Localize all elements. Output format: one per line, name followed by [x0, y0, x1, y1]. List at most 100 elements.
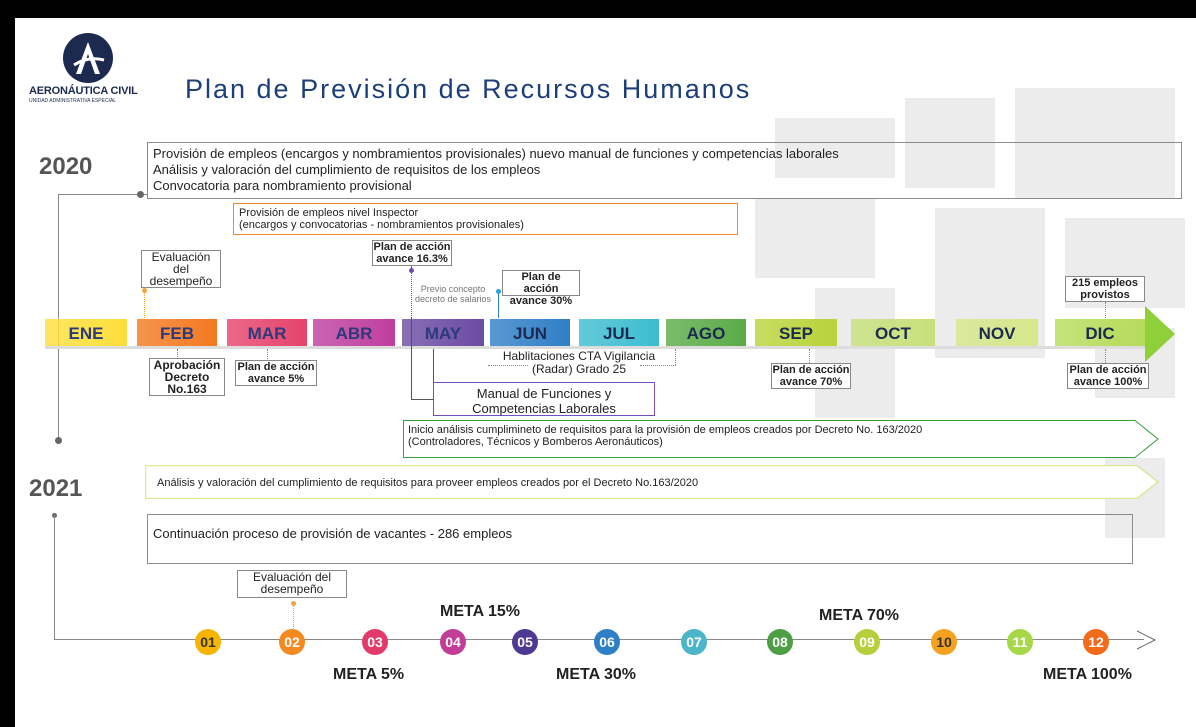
dic-below-connector — [1105, 349, 1106, 363]
previo-concepto-label: Previo concepto decreto de salarios — [415, 284, 491, 304]
feb-below-line2: Decreto — [164, 370, 210, 384]
inspector-box: Provisión de empleos nivel Inspector (en… — [233, 203, 738, 235]
evaluacion-label-2021: Evaluación del desempeño — [237, 570, 347, 598]
month-label: FEB — [160, 324, 194, 343]
month-sep: SEP — [755, 319, 837, 349]
habilitaciones-right-dots — [640, 365, 676, 366]
meta-circle-05: 05 — [512, 629, 538, 655]
jun-plan-line1: Plan de acción — [521, 271, 561, 295]
evaluacion-label-2020: Evaluación del desempeño — [141, 250, 221, 288]
continuacion-text: Continuación proceso de provisión de vac… — [153, 526, 513, 541]
habilitaciones-line2: (Radar) Grado 25 — [531, 362, 627, 376]
month-label: JUN — [512, 324, 547, 343]
logo-subtitle: UNIDAD ADMINISTRATIVA ESPECIAL — [29, 98, 117, 104]
mar-below-label: Plan de acción avance 5% — [235, 360, 317, 386]
jun-plan-line2: avance 30% — [509, 295, 573, 307]
mar-below-line2: avance 5% — [247, 373, 305, 385]
axis-arrow-head — [1136, 630, 1157, 650]
month-nov: NOV — [956, 319, 1038, 349]
meta-circle-label: 07 — [686, 634, 702, 650]
month-label: AGO — [686, 324, 726, 343]
meta-circle-label: 02 — [284, 634, 300, 650]
month-label: JUL — [602, 324, 636, 343]
year-2020-connector-dot — [137, 191, 144, 198]
meta-circle-08: 08 — [767, 629, 793, 655]
eval2021-line1: Evaluación del — [252, 570, 332, 584]
eval-connector — [144, 288, 146, 318]
meta-circle-label: 08 — [772, 634, 788, 650]
page-title: Plan de Previsión de Recursos Humanos — [185, 74, 752, 104]
analisis-2021-text: Análisis y valoración del cumplimiento d… — [157, 477, 699, 489]
month-feb: FEB — [137, 319, 217, 349]
top-provision-box: Provisión de empleos (encargos y nombram… — [147, 142, 1182, 199]
month-label: NOV — [978, 324, 1016, 343]
meta-70: META 70% — [819, 607, 900, 624]
month-may: MAY — [402, 319, 484, 349]
inicio-line1: Inicio análisis cumplimineto de requisit… — [408, 424, 923, 436]
may-plan-label: Plan de acción avance 16.3% — [372, 240, 452, 266]
meta-circle-11: 11 — [1007, 629, 1033, 655]
inspector-line1: Provisión de empleos nivel Inspector — [239, 207, 419, 219]
dic-top-line1: 215 empleos — [1071, 277, 1139, 289]
aeronautica-logo — [63, 33, 113, 83]
dic-top-line2: provistos — [1080, 289, 1130, 301]
year-2020: 2020 — [39, 153, 93, 180]
inicio-analisis-arrow — [403, 420, 1159, 458]
month-jul: JUL — [579, 319, 659, 349]
top-box-line2: Análisis y valoración del cumplimiento d… — [153, 162, 541, 177]
sep-below-line1: Plan de acción — [772, 364, 850, 376]
dic-below-line2: avance 100% — [1073, 376, 1143, 388]
jun-plan-connector — [498, 293, 500, 318]
jun-plan-label: Plan de acción avance 30% — [502, 270, 580, 307]
top-box-line3: Convocatoria para nombramiento provision… — [153, 178, 412, 193]
month-label: MAR — [247, 324, 287, 343]
eval-dot — [142, 288, 147, 293]
meta-circle-label: 05 — [517, 634, 533, 650]
analisis-2021-arrow — [145, 465, 1159, 499]
inicio-analisis-text: Inicio análisis cumplimineto de requisit… — [408, 424, 922, 448]
top-box-line1: Provisión de empleos (encargos y nombram… — [153, 146, 839, 161]
eval-line2: del — [172, 262, 189, 276]
habilitaciones-left-dots — [488, 365, 528, 366]
month-baseline — [45, 346, 1145, 349]
meta-15: META 15% — [440, 603, 521, 620]
dic-top-label: 215 empleos provistos — [1065, 276, 1145, 302]
meta-circle-label: 04 — [445, 634, 461, 650]
inspector-line2: (encargos y convocatorias - nombramiento… — [239, 219, 524, 231]
manual-top-line — [433, 349, 434, 384]
meta-circle-06: 06 — [594, 629, 620, 655]
meta-circle-label: 09 — [859, 634, 875, 650]
manual-line2: Competencias Laborales — [472, 401, 616, 416]
meta-circle-label: 10 — [936, 634, 952, 650]
mar-below-line1: Plan de acción — [237, 361, 315, 373]
dic-top-connector — [1105, 302, 1106, 318]
meta-circle-02: 02 — [279, 629, 305, 655]
manual-line1: Manual de Funciones y — [476, 386, 612, 401]
year-2020-connector — [58, 194, 148, 195]
feb-below-line3: No.163 — [167, 382, 207, 396]
month-abr: ABR — [313, 319, 395, 349]
meta-circle-label: 03 — [367, 634, 383, 650]
infographic-frame: AERONÁUTICA CIVIL UNIDAD ADMINISTRATIVA … — [15, 18, 1196, 727]
feb-below-line1: Aprobación — [153, 358, 221, 372]
feb-below-label: Aprobación Decreto No.163 — [149, 358, 225, 396]
habilitaciones-label: Hablitaciones CTA Vigilancia (Radar) Gra… — [499, 350, 659, 376]
meta-circle-label: 01 — [200, 634, 216, 650]
meta-circle-10: 10 — [931, 629, 957, 655]
month-label: SEP — [778, 324, 814, 343]
meta-5: META 5% — [333, 666, 405, 683]
may-plan-line2: avance 16.3% — [376, 253, 448, 265]
month-jun: JUN — [490, 319, 570, 349]
meta-circle-03: 03 — [362, 629, 388, 655]
month-label: ABR — [335, 324, 373, 343]
sep-below-label: Plan de acción avance 70% — [771, 363, 851, 389]
meta-100: META 100% — [1043, 666, 1132, 683]
month-ago: AGO — [666, 319, 746, 349]
meta-circle-label: 12 — [1088, 634, 1104, 650]
month-dic: DIC — [1055, 319, 1145, 349]
habilitaciones-ago-connector — [675, 349, 676, 365]
month-oct: OCT — [851, 319, 935, 349]
month-label: DIC — [1085, 324, 1115, 343]
eval-line1: Evaluación — [151, 250, 211, 264]
inicio-line2: (Controladores, Técnicos y Bomberos Aero… — [408, 436, 663, 448]
